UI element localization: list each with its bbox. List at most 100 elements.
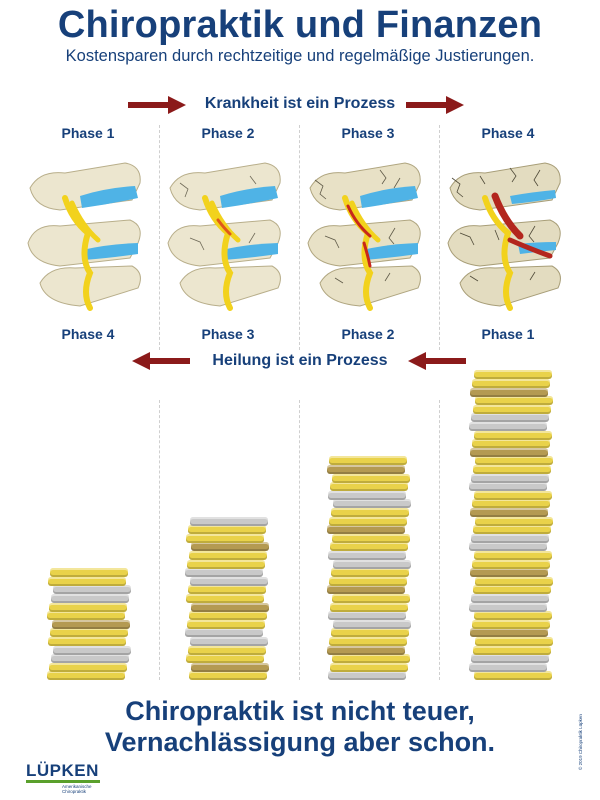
coin	[469, 482, 547, 492]
arrow-left-icon	[132, 352, 190, 370]
coin	[47, 611, 125, 621]
logo-name: LÜPKEN	[26, 761, 99, 780]
coin	[49, 602, 127, 612]
healing-process-label: Heilung ist ein Prozess	[212, 352, 388, 369]
coin	[50, 568, 128, 578]
coin	[188, 525, 266, 535]
arrow-right-icon	[128, 96, 186, 114]
coin	[473, 525, 551, 535]
phase-label: Phase 1	[61, 125, 115, 141]
phase-label: Phase 1	[481, 326, 535, 342]
coin	[51, 654, 129, 664]
coin	[185, 568, 263, 578]
coin	[185, 628, 263, 638]
coin	[49, 662, 127, 672]
coin	[329, 637, 407, 646]
coin	[331, 628, 409, 638]
column-divider	[439, 400, 440, 680]
coin	[332, 473, 410, 483]
coin	[327, 585, 405, 595]
coin-stack-4	[469, 370, 553, 681]
coin	[330, 602, 408, 612]
coin	[472, 619, 550, 629]
coin	[474, 611, 552, 621]
coin	[48, 637, 126, 646]
coin	[472, 379, 550, 388]
coin	[470, 447, 548, 457]
phase-label: Phase 4	[61, 326, 115, 342]
coin	[472, 499, 550, 509]
page-title: Chiropraktik und Finanzen	[57, 4, 543, 46]
coin	[331, 568, 409, 578]
coin	[474, 490, 552, 500]
coin	[189, 611, 267, 621]
coin-stack-2	[185, 380, 269, 681]
slogan-line-1: Chiropraktik ist nicht teuer,	[125, 696, 475, 726]
coin	[333, 559, 411, 569]
coin	[475, 576, 553, 586]
coin	[190, 516, 268, 526]
coin	[53, 645, 131, 655]
slogan: Chiropraktik ist nicht teuer, Vernachläs…	[0, 696, 600, 758]
logo-tagline: Amerikanische Chiropraktik	[62, 784, 92, 794]
coin	[332, 654, 410, 664]
coin	[328, 611, 406, 621]
coin-stack-1	[47, 380, 131, 681]
coin	[187, 619, 265, 629]
coin	[471, 594, 549, 603]
coin	[470, 508, 548, 517]
column-divider	[159, 400, 160, 680]
coin	[188, 645, 266, 655]
coin	[189, 551, 267, 560]
coin	[474, 430, 552, 440]
phase-label: Phase 4	[481, 125, 535, 141]
coin	[328, 551, 406, 560]
coin	[469, 542, 547, 552]
coin	[186, 594, 264, 603]
coin	[474, 671, 552, 681]
coin	[469, 422, 547, 431]
coin	[329, 516, 407, 526]
coin	[474, 370, 552, 380]
coin	[473, 585, 551, 595]
coin	[328, 490, 406, 500]
coin	[188, 585, 266, 595]
spine-phase-2-illustration	[167, 162, 281, 311]
coin	[329, 576, 407, 586]
coin	[333, 499, 411, 509]
column-divider	[159, 125, 160, 350]
slogan-line-2: Vernachlässigung aber schon.	[104, 727, 496, 757]
coin	[473, 645, 551, 655]
coin	[471, 413, 549, 423]
coin	[328, 671, 406, 681]
coin-stack-3	[327, 380, 411, 681]
coin	[471, 654, 549, 664]
coin	[187, 559, 265, 569]
coin	[327, 525, 405, 535]
coin	[472, 439, 550, 449]
coin	[473, 465, 551, 474]
coin	[53, 585, 131, 595]
phase-label: Phase 2	[341, 326, 395, 342]
coin	[331, 508, 409, 517]
coin	[470, 568, 548, 578]
coin	[327, 465, 405, 474]
coin	[48, 576, 126, 586]
coin	[50, 628, 128, 638]
coin	[330, 542, 408, 552]
disease-process-label: Krankheit ist ein Prozess	[204, 95, 396, 112]
coin	[330, 482, 408, 492]
coin	[333, 619, 411, 629]
column-divider	[299, 125, 300, 350]
coin	[47, 671, 125, 681]
coin	[475, 396, 553, 406]
coin	[186, 654, 264, 664]
coin	[190, 637, 268, 646]
coin	[332, 533, 410, 543]
coin	[51, 594, 129, 603]
phase-label: Phase 3	[201, 326, 255, 342]
coin	[327, 645, 405, 655]
column-divider	[299, 400, 300, 680]
coin	[474, 551, 552, 560]
copyright-notice: © 2019 Chiropraktik Lüpken	[578, 714, 583, 770]
